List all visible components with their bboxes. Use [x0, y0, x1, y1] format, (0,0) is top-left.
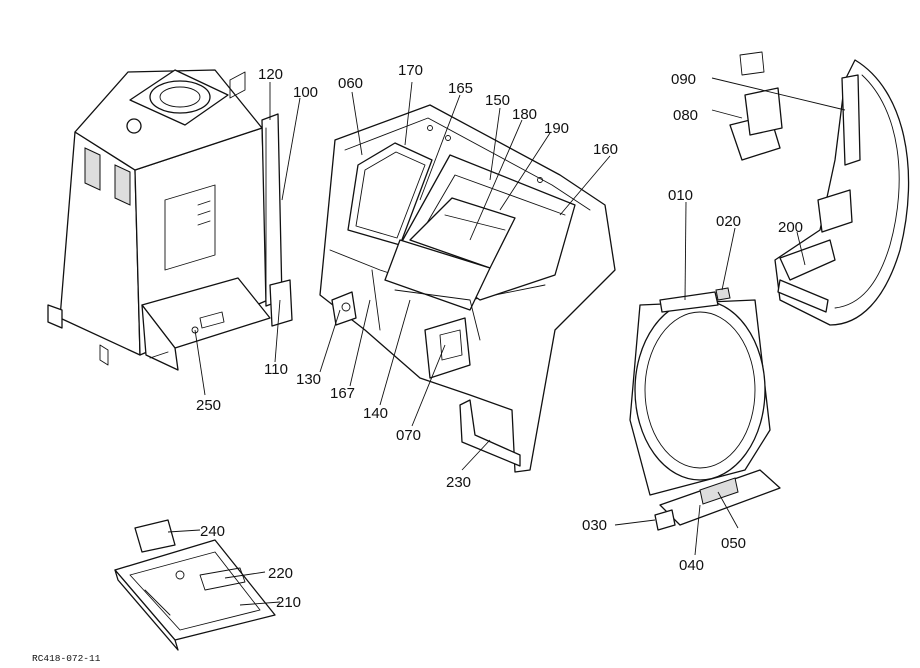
callout-110: 110	[264, 361, 288, 378]
callout-230: 230	[446, 474, 471, 491]
callout-167: 167	[330, 385, 355, 402]
callout-050: 050	[721, 535, 746, 552]
callout-170: 170	[398, 62, 423, 79]
callout-060: 060	[338, 75, 363, 92]
callout-140: 140	[363, 405, 388, 422]
floor-plate-assembly	[114, 519, 276, 651]
callout-250: 250	[196, 397, 221, 414]
callout-190: 190	[544, 120, 569, 137]
callout-165: 165	[448, 80, 473, 97]
callout-010: 010	[668, 187, 693, 204]
callout-150: 150	[485, 92, 510, 109]
fender-assembly	[729, 51, 910, 326]
callout-030: 030	[582, 517, 607, 534]
l-bracket-230	[459, 399, 521, 467]
drawing-code: RC418-072-11	[32, 653, 101, 664]
callout-220: 220	[268, 565, 293, 582]
callout-070: 070	[396, 427, 421, 444]
callout-180: 180	[512, 106, 537, 123]
tank-assembly	[47, 69, 293, 371]
callout-020: 020	[716, 213, 741, 230]
callout-090: 090	[671, 71, 696, 88]
leader-lines	[167, 77, 846, 606]
callout-200: 200	[778, 219, 803, 236]
callout-160: 160	[593, 141, 618, 158]
callout-100: 100	[293, 84, 318, 101]
callout-240: 240	[200, 523, 225, 540]
callout-labels: 120 100 110 250 060 170 165 150 180 190 …	[196, 62, 803, 611]
fan-shroud-assembly	[629, 287, 781, 531]
callout-040: 040	[679, 557, 704, 574]
callout-080: 080	[673, 107, 698, 124]
center-panel-assembly	[319, 104, 616, 473]
callout-120: 120	[258, 66, 283, 83]
callout-130: 130	[296, 371, 321, 388]
callout-210: 210	[276, 594, 301, 611]
